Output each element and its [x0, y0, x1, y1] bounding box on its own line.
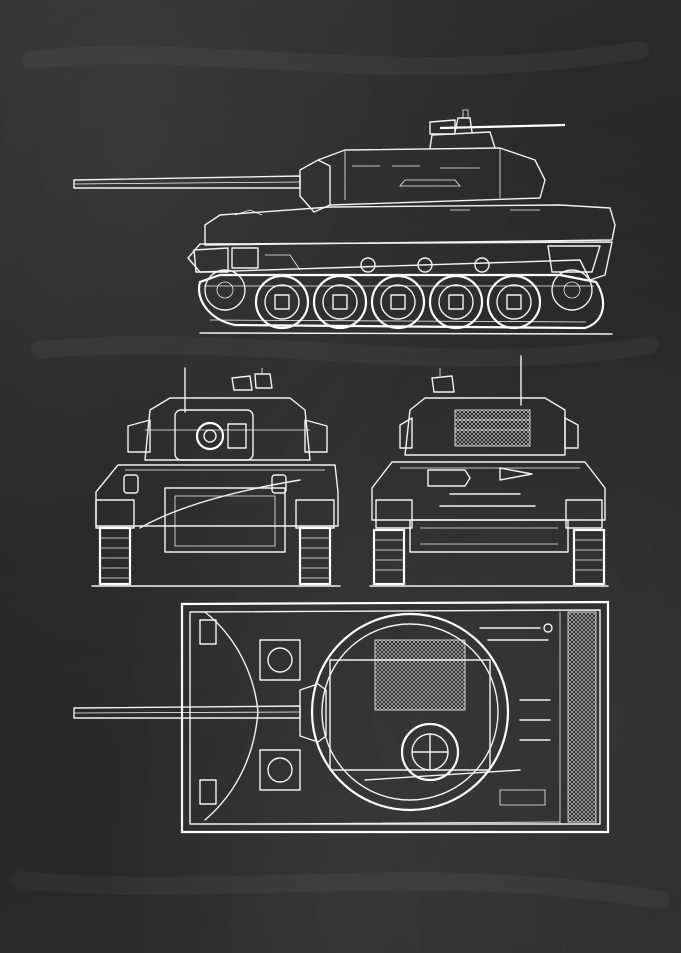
- road-wheels: [254, 274, 542, 330]
- return-rollers: [360, 257, 490, 273]
- rear-view-drawing: [369, 355, 609, 587]
- side-view-drawing: [73, 109, 616, 335]
- top-view-drawing: [73, 600, 610, 834]
- chalk-smudges: [20, 50, 660, 900]
- front-view-drawing: [91, 367, 341, 587]
